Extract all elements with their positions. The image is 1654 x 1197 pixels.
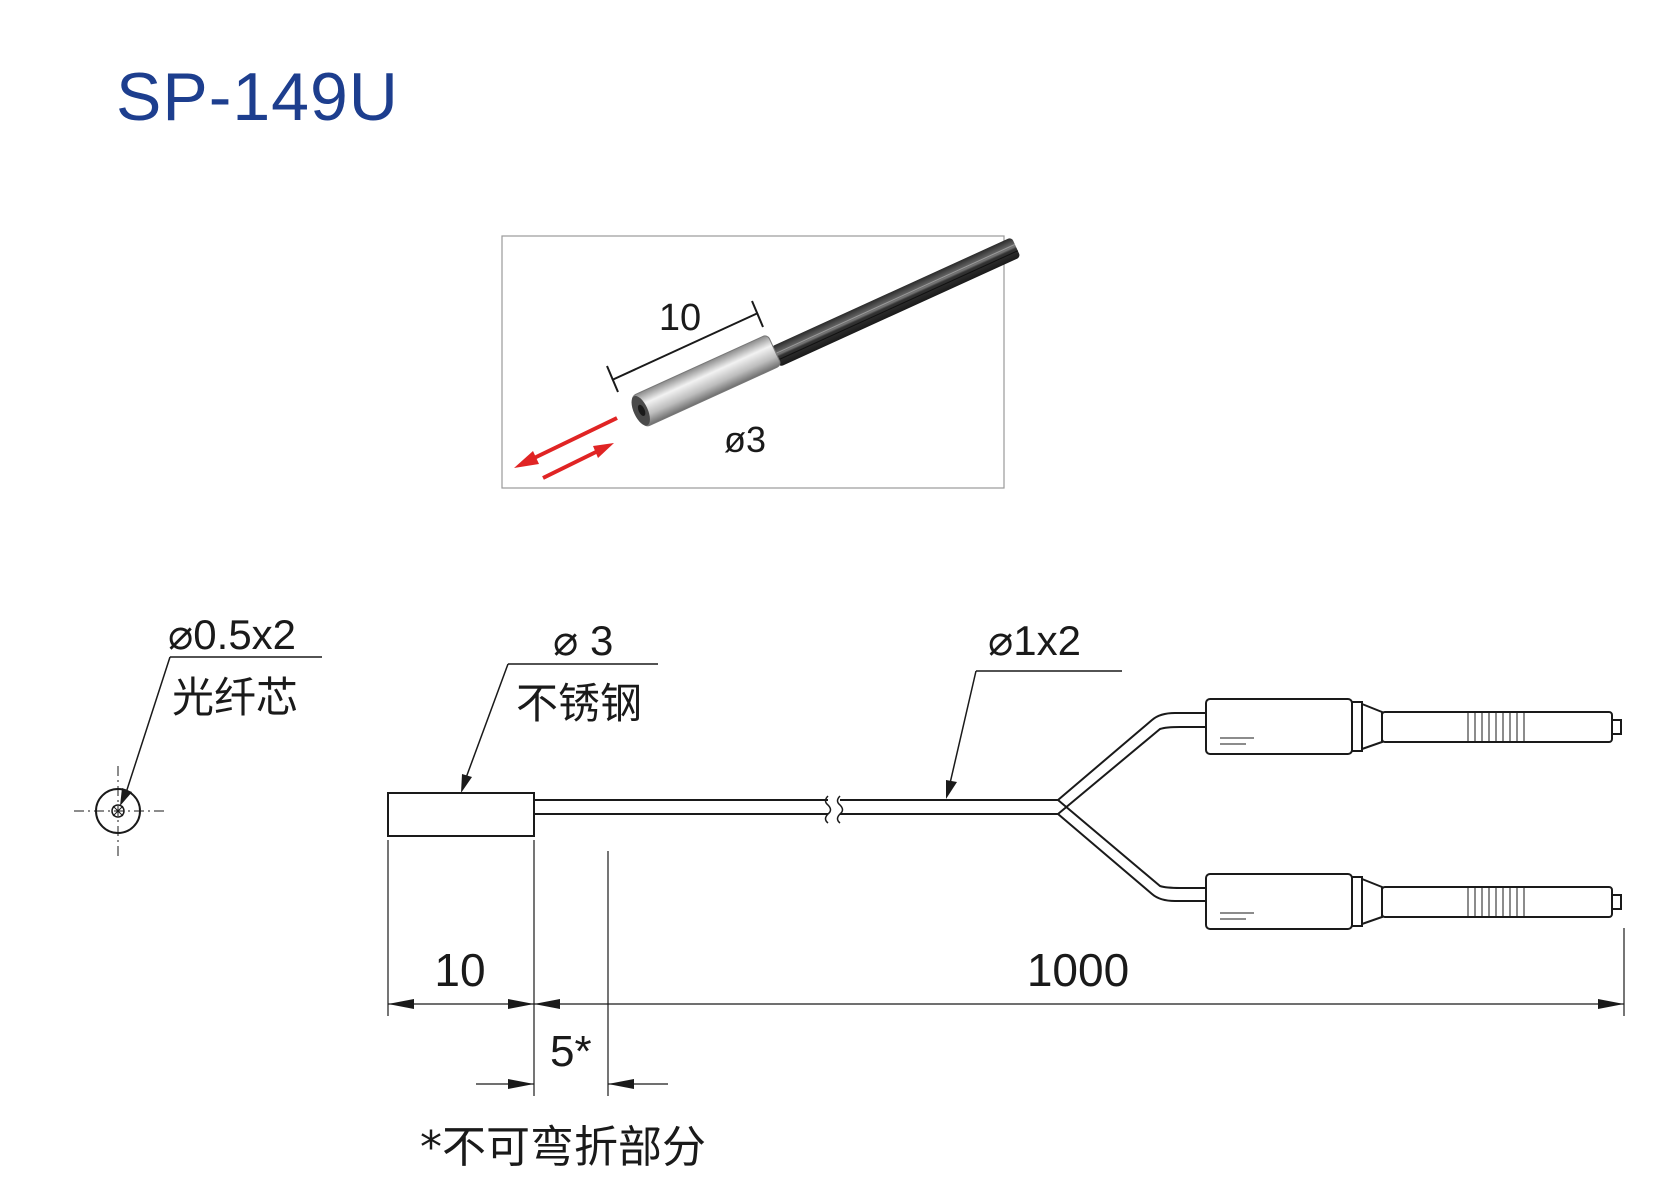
connector-upper bbox=[1205, 698, 1622, 755]
core-name-label: 光纤芯 bbox=[172, 673, 298, 722]
page-title: SP-149U bbox=[116, 59, 399, 135]
cable-length-label: 1000 bbox=[1027, 944, 1129, 996]
light-direction-arrows bbox=[514, 416, 618, 480]
sensor-head bbox=[387, 792, 535, 837]
nonbend-length-label: 5* bbox=[550, 1027, 592, 1076]
callout-leaders bbox=[461, 663, 1122, 799]
connector-lower bbox=[1205, 873, 1622, 930]
product-photo: 10 ø3 bbox=[501, 235, 1020, 489]
photo-length-label: 10 bbox=[659, 297, 701, 339]
photo-diameter-label: ø3 bbox=[724, 419, 766, 460]
fiber-dimension-label: ⌀1x2 bbox=[988, 617, 1081, 664]
tube-material-label: 不锈钢 bbox=[516, 679, 642, 728]
side-view bbox=[387, 698, 1622, 930]
photo-tube bbox=[631, 335, 781, 427]
dimension-lines bbox=[387, 840, 1625, 1096]
photo-dim-line bbox=[611, 312, 759, 381]
end-face-view bbox=[74, 656, 322, 856]
head-length-label: 10 bbox=[434, 944, 485, 996]
tube-dimension-label: ⌀ 3 bbox=[553, 617, 613, 664]
photo-cable bbox=[771, 238, 1020, 366]
core-dimension-label: ⌀0.5x2 bbox=[168, 611, 296, 658]
footnote: *不可弯折部分 bbox=[420, 1122, 706, 1173]
